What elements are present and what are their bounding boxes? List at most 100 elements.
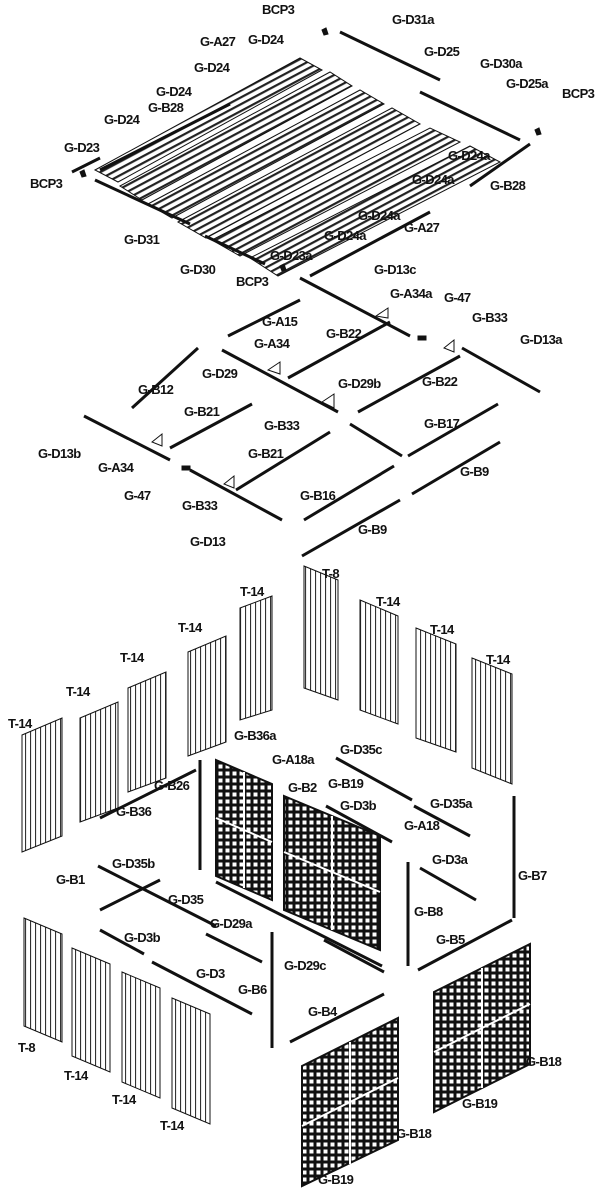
bracket-ga34-low [151,432,163,447]
label-gd25a: G-D25a [506,76,549,91]
label-t14-10: T-14 [112,1092,137,1107]
label-g47-low: G-47 [124,488,151,503]
sheet-t14-1 [21,717,63,853]
bcp3-right-cap [534,127,542,136]
sheet-t14-11 [171,997,211,1125]
label-gb9-low: G-B9 [358,522,387,537]
label-gb8: G-B8 [414,904,443,919]
label-gb33-top: G-B33 [472,310,508,325]
label-gd13b: G-D13b [38,446,81,461]
label-gd31: G-D31 [124,232,160,247]
label-t8-top: T-8 [322,566,339,581]
bracket-gb33-mid [321,393,335,409]
bracket-ga34-mid [266,361,281,375]
beam-gd13c [299,276,411,338]
label-ga34-mid: G-A34 [254,336,291,351]
label-gb36a: G-B36a [234,728,277,743]
beam-gd3b-low [99,928,145,956]
beam-gd35 [215,880,383,968]
bcp3-left-cap [79,169,87,178]
label-gb26: G-B26 [154,778,190,793]
label-gd24-1: G-D24 [248,32,285,47]
label-gd24a-4: G-D24a [324,228,367,243]
label-gb22-right: G-B22 [422,374,458,389]
label-gb18-low: G-B18 [396,1126,432,1141]
beam-gd29 [221,348,339,414]
beam-gd29b [349,422,403,458]
label-t14-5: T-14 [240,584,265,599]
beam-gd3a [419,866,477,902]
beam-gd29a [205,932,263,964]
label-gb7: G-B7 [518,868,547,883]
label-gd24a-3: G-D24a [358,208,401,223]
label-gd13: G-D13 [190,534,226,549]
beam-gd35c [335,756,413,802]
label-gd35b: G-D35b [112,856,155,871]
bracket-gb33-low [223,474,235,489]
beam-gb9-top [411,440,501,496]
label-gb2: G-B2 [288,780,317,795]
beam-ga27-top [99,102,231,172]
roof-assembly [71,27,542,278]
label-gb4: G-B4 [308,1004,338,1019]
beam-gb5 [417,918,513,972]
label-gd3b-low: G-D3b [124,930,161,945]
label-gd35c: G-D35c [340,742,382,757]
label-t14-6: T-14 [376,594,401,609]
label-gb12: G-B12 [138,382,174,397]
label-g47-top: G-47 [444,290,471,305]
label-gb33-mid: G-B33 [264,418,300,433]
label-gd23: G-D23 [64,140,100,155]
label-ga15: G-A15 [262,314,298,329]
label-gd24a-2: G-D24a [412,172,455,187]
label-gb19-low: G-B19 [318,1172,354,1187]
label-t14-11: T-14 [160,1118,185,1133]
label-ga18: G-A18 [404,818,440,833]
label-t14-2: T-14 [66,684,91,699]
label-gb21-top: G-B21 [184,404,220,419]
label-gd25: G-D25 [424,44,460,59]
label-gb33-low: G-B33 [182,498,218,513]
label-t14-1: T-14 [8,716,33,731]
beam-gd13b [83,414,171,462]
beam-gb16 [303,464,395,522]
beam-gd13 [189,468,283,522]
bracket-ga34a [374,307,389,319]
label-t14-9: T-14 [64,1068,89,1083]
label-t14-8: T-14 [486,652,511,667]
label-gd31a: G-D31a [392,12,435,27]
label-t14-7: T-14 [430,622,455,637]
beam-gd30 [204,234,266,266]
sheet-t14-3 [127,671,167,793]
beam-gb17 [407,402,499,458]
label-gb16: G-B16 [300,488,336,503]
label-ga27-mid: G-A27 [404,220,440,235]
beam-gb22-top [287,320,391,380]
mesh-panels [215,758,531,1188]
label-gb19-top: G-B19 [328,776,364,791]
beam-gb21-low [235,430,331,492]
beam-gb1 [99,878,161,912]
label-t14-4: T-14 [178,620,203,635]
label-gb22-top: G-B22 [326,326,362,341]
sheet-t14-10 [121,971,161,1099]
label-bcp3-top: BCP3 [262,2,295,17]
beam-ga27-mid [309,210,431,278]
label-gd13a: G-D13a [520,332,563,347]
label-gb21-low: G-B21 [248,446,284,461]
label-gd29: G-D29 [202,366,238,381]
sheet-t14-5 [239,595,273,721]
label-t8-low: T-8 [18,1040,35,1055]
label-gd29b: G-D29b [338,376,381,391]
label-gd35: G-D35 [168,892,204,907]
label-gd29c: G-D29c [284,958,326,973]
roof-panel-5 [210,127,462,257]
label-gd13c: G-D13c [374,262,416,277]
beam-ga15 [227,298,301,338]
beam-gd3 [151,960,253,1016]
label-gb17: G-B17 [424,416,460,431]
beam-gd29c [323,938,385,974]
beam-gd13a [461,346,541,394]
label-gd23a: G-D23a [270,248,313,263]
